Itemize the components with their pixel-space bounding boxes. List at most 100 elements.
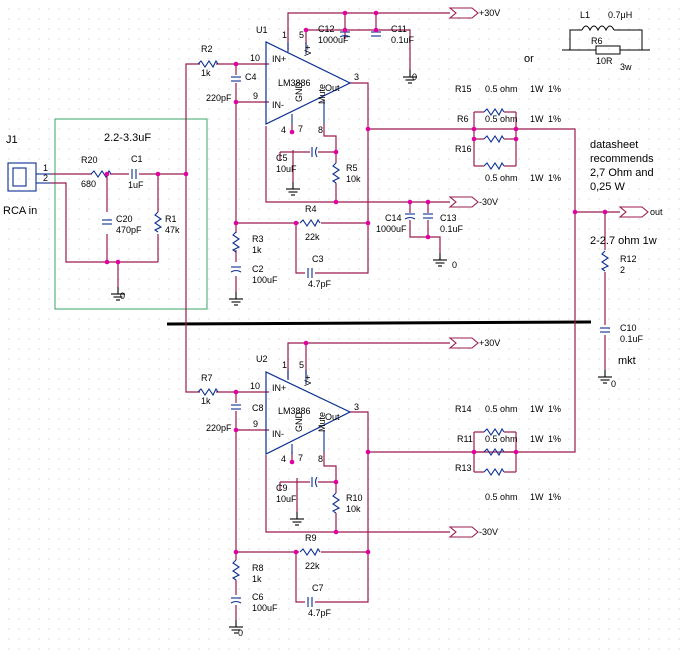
label-gnd: 0	[611, 379, 616, 389]
label-r4-value: 22k	[305, 232, 320, 242]
label-r16: R16	[455, 144, 472, 154]
label-c9-value: 10uF	[276, 494, 297, 504]
label-u1-p3: 3	[354, 72, 359, 82]
label-mkt: mkt	[618, 355, 636, 367]
label-rca: RCA in	[3, 205, 37, 217]
label-u2-gnd: GND	[294, 412, 304, 433]
labels: J1 RCA in 1 2 2.2-3.3uF R20 680 C1 1uF C…	[3, 8, 663, 638]
inductor-inset	[562, 25, 650, 55]
label-u2-p7: 7	[298, 453, 303, 463]
label-r8-value: 1k	[252, 574, 262, 584]
label-u1-p10: 10	[250, 53, 260, 63]
label-r6b-watt: 3w	[620, 62, 632, 72]
capacitor-c7	[307, 596, 313, 608]
channel-divider	[166, 320, 592, 326]
label-cap-note: 2.2-3.3uF	[104, 132, 151, 144]
label-vneg: -30V	[479, 197, 498, 207]
label-u1-mute: Mute	[317, 84, 327, 104]
label-u2-p8: 8	[318, 454, 323, 464]
label-r13: R13	[455, 463, 472, 473]
label-r11-tol: 1%	[548, 434, 561, 444]
resistor-r12	[601, 250, 609, 272]
label-c14: C14	[385, 213, 402, 223]
channel1-wires	[51, 12, 620, 292]
label-l1-value: 0.7μH	[608, 10, 632, 20]
ground-icon	[432, 252, 448, 267]
capacitor-c11	[370, 31, 382, 37]
label-vpos-2: +30V	[479, 338, 500, 348]
resistor-r13	[483, 468, 505, 476]
opamp-u2	[265, 370, 352, 455]
label-r14-value: 0.5 ohm	[485, 404, 518, 414]
label-r14-tol: 1%	[548, 404, 561, 414]
label-u2-mute: Mute	[317, 412, 327, 432]
label-u2-inn: IN-	[272, 429, 284, 439]
label-r13-tol: 1%	[548, 492, 561, 502]
label-c14-value: 1000uF	[376, 224, 407, 234]
ground-icon	[289, 511, 305, 526]
label-c8-value: 220pF	[206, 423, 232, 433]
resistor-r10	[332, 492, 340, 514]
label-c10-value: 0.1uF	[620, 334, 644, 344]
label-ds4: 0,25 W	[590, 181, 625, 193]
label-r9: R9	[305, 533, 317, 543]
label-r13-value: 0.5 ohm	[485, 492, 518, 502]
label-c2: C2	[252, 264, 264, 274]
label-j1-pin2: 2	[43, 173, 48, 183]
label-c12-value: 1000uF	[318, 35, 349, 45]
supply-connectors	[448, 7, 649, 538]
label-r12: R12	[620, 254, 637, 264]
resistor-r7	[197, 388, 219, 396]
label-c1: C1	[131, 154, 143, 164]
capacitor-c4	[230, 76, 242, 82]
label-c2-value: 100uF	[252, 275, 278, 285]
label-r11: R11	[457, 434, 473, 444]
label-j1-pin1: 1	[43, 163, 48, 173]
label-u1-p5: 5	[299, 30, 304, 40]
label-r6b: R6	[591, 36, 603, 46]
label-c1-value: 1uF	[128, 180, 144, 190]
label-r10: R10	[346, 493, 363, 503]
capacitor-c1	[131, 168, 137, 180]
label-u1-gnd: GND	[294, 82, 304, 103]
label-l1: L1	[580, 10, 590, 20]
label-c7-value: 4.7pF	[308, 608, 332, 618]
label-u2-p3: 3	[354, 402, 359, 412]
label-r12-value: 2	[620, 265, 625, 275]
resistor-r9	[299, 548, 321, 556]
label-u2: U2	[256, 354, 268, 364]
resistor-r3	[232, 231, 240, 253]
label-u1-inn: IN-	[272, 100, 284, 110]
capacitor-c14	[404, 213, 416, 220]
resistor-r1	[154, 211, 162, 233]
label-r10-value: 10k	[346, 504, 361, 514]
capacitor-c2	[230, 266, 242, 273]
resistor-r6	[483, 135, 505, 143]
resistor-r8	[232, 559, 240, 581]
label-ds2: recommends	[590, 153, 654, 165]
label-ds1: datasheet	[590, 139, 638, 151]
label-c6-value: 100uF	[252, 603, 278, 613]
opamp-u1	[265, 41, 352, 125]
label-c11-value: 0.1uF	[391, 35, 415, 45]
resistor-r5	[332, 162, 340, 184]
label-chip1: LM3886	[278, 78, 311, 88]
label-vneg-2: -30V	[479, 527, 498, 537]
ground-icon	[597, 369, 613, 384]
label-chip2: LM3886	[278, 406, 311, 416]
capacitor-c9	[311, 476, 318, 488]
label-r7: R7	[201, 373, 213, 383]
label-c20-value: 470pF	[116, 225, 142, 235]
label-r6-tol: 1%	[548, 114, 561, 124]
label-r15-value: 0.5 ohm	[485, 84, 518, 94]
input-filter-box	[54, 118, 208, 310]
label-r15: R15	[455, 84, 472, 94]
label-r6-value: 0.5 ohm	[485, 114, 518, 124]
label-r11-watt: 1W	[530, 434, 544, 444]
label-c13: C13	[440, 213, 457, 223]
label-r14-watt: 1W	[530, 404, 544, 414]
label-r5-value: 10k	[346, 174, 361, 184]
label-gnd: 0	[238, 628, 243, 638]
